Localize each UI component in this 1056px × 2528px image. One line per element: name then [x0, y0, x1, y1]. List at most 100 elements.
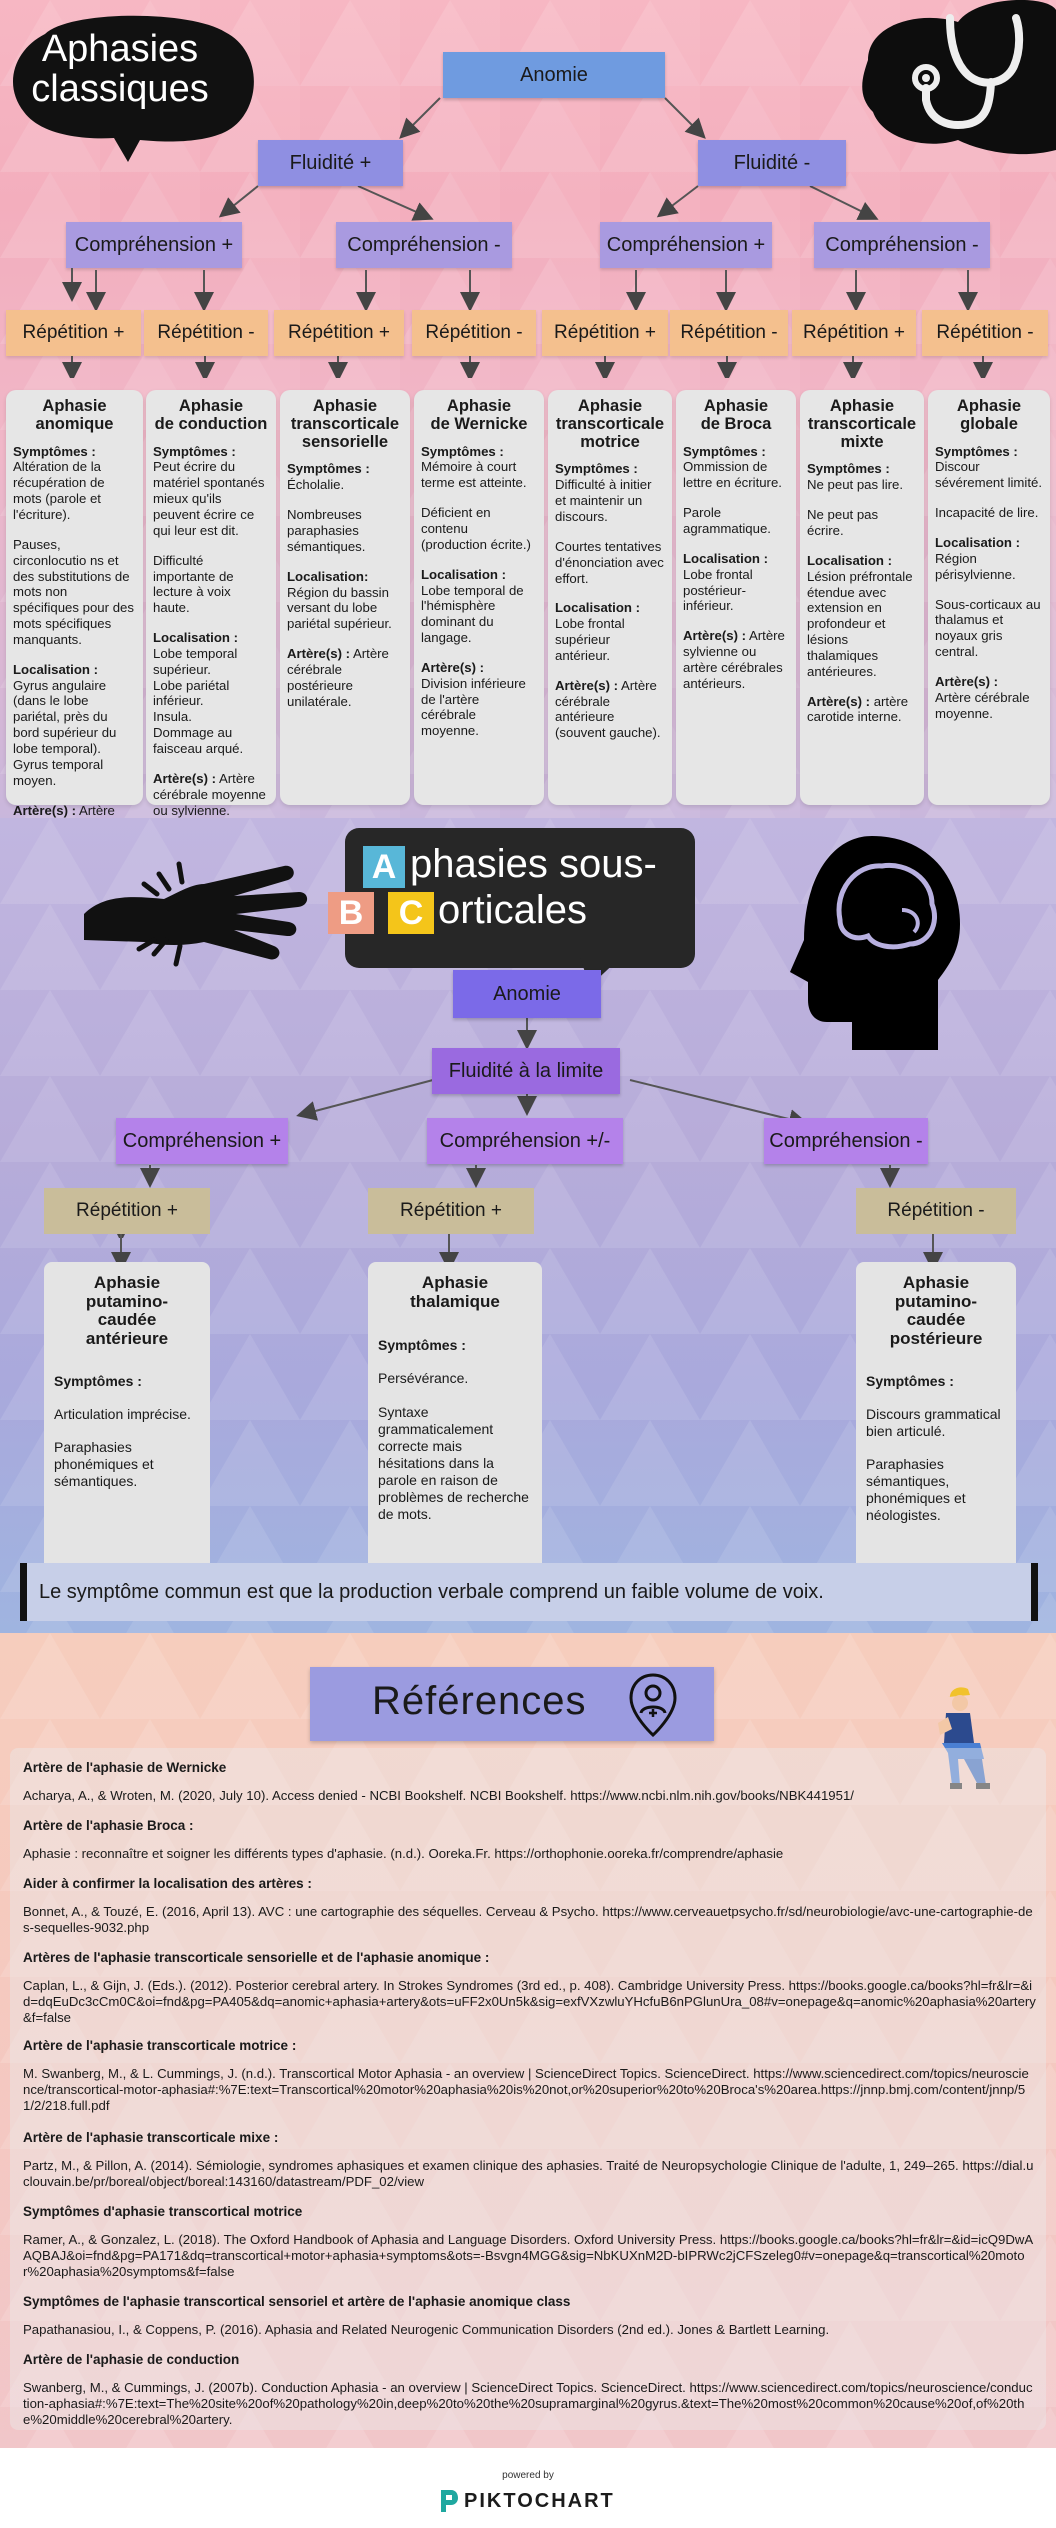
card-symptomes: Symptômes : Ne peut pas lire.: [807, 461, 904, 493]
title-line-1: Aphasies: [41, 28, 199, 70]
card-symptomes-label: Symptômes :: [378, 1337, 466, 1354]
letter-block-c: C: [388, 892, 434, 934]
ref-heading: Symptômes de l'aphasie transcortical sen…: [23, 2294, 571, 2309]
card-symptomes-label: Symptômes :: [866, 1372, 954, 1389]
card-text: Incapacité de lire.: [935, 505, 1039, 521]
card-symptomes: Symptômes : Peut écrire du matériel spon…: [153, 443, 265, 538]
card-aphasie-anomique: Aphasie anomique Symptômes : Altération …: [6, 390, 143, 818]
node-fluidite-limite: Fluidité à la limite: [432, 1048, 620, 1094]
section-aphasies-classiques: Aphasies classiques Anomie Fluidité + Fl…: [0, 0, 1056, 818]
card-aphasie-transcorticale-mixte: Aphasie transcorticale mixte Symptômes :…: [800, 390, 924, 805]
card-text: Nombreuses paraphasies sémantiques.: [287, 507, 366, 554]
hand-icon: [84, 861, 308, 967]
ref-text: Caplan, L., & Gijn, J. (Eds.). (2012). P…: [23, 1978, 1036, 2026]
node-anomie: Anomie: [443, 52, 665, 98]
card-symptomes: Symptômes : Écholalie.: [287, 461, 370, 493]
card-localisation: Localisation: Région du bassin versant d…: [287, 568, 392, 632]
card-aphasie-transcorticale-motrice: Aphasie transcorticale motrice Symptômes…: [548, 390, 672, 805]
node-repetition-4: Répétition -: [412, 310, 536, 356]
card-text: Difficulté importante de lecture à voix …: [153, 552, 234, 616]
card-text: Paraphasies phonémiques et sémantiques.: [54, 1438, 154, 1490]
ref-heading: Artère de l'aphasie Broca :: [23, 1818, 194, 1833]
ref-text: Papathanasiou, I., & Coppens, P. (2016).…: [23, 2322, 830, 2337]
title-speech-bubble: [12, 15, 254, 162]
card-arteres: Artère(s) : Artère cérébrale antérieure …: [555, 677, 661, 741]
node-repetition-1: Répétition +: [6, 310, 141, 356]
card-symptomes: Symptômes : Difficulté à initier et main…: [555, 461, 652, 524]
ref-text: Acharya, A., & Wroten, M. (2020, July 10…: [23, 1788, 854, 1803]
card-title: Aphasie anomique: [35, 397, 114, 433]
title-line-2: classiques: [31, 67, 209, 110]
card-title: Aphasie putamino- caudée antérieure: [85, 1273, 169, 1349]
ref-heading: Artère de l'aphasie transcorticale mixe …: [23, 2130, 279, 2145]
card-localisation: Localisation : Lobe frontal postérieur-i…: [683, 550, 768, 614]
card-symptomes: Symptômes : Altération de la récupératio…: [13, 443, 105, 522]
ref-text: Partz, M., & Pillon, A. (2014). Sémiolog…: [23, 2158, 1034, 2190]
ref-heading: Artère de l'aphasie de Wernicke: [23, 1760, 227, 1775]
ref-heading: Artère de l'aphasie de conduction: [23, 2352, 240, 2367]
card-aphasie-putamino-caudee-anterieure: Aphasie putamino- caudée antérieure Symp…: [44, 1262, 210, 1602]
node-repetition-s2-2: Répétition +: [368, 1188, 534, 1234]
node-comprehension-1: Compréhension +: [66, 222, 242, 268]
card-text: Courtes tentatives d'énonciation avec ef…: [555, 538, 664, 586]
card-title: Aphasie thalamique: [410, 1273, 500, 1311]
stethoscope-icon: [862, 0, 1056, 155]
card-text: Sous-corticaux au thalamus et noyaux gri…: [935, 596, 1041, 660]
node-comprehension-s2-1: Compréhension +: [116, 1118, 288, 1164]
node-repetition-7: Répétition +: [792, 310, 916, 356]
ref-heading: Symptômes d'aphasie transcortical motric…: [23, 2204, 303, 2219]
card-title: Aphasie transcorticale sensorielle: [290, 397, 400, 451]
card-text: Articulation imprécise.: [54, 1405, 191, 1422]
node-comprehension-4: Compréhension -: [814, 222, 990, 268]
node-repetition-2: Répétition -: [144, 310, 268, 356]
card-title: Aphasie transcorticale motrice: [555, 397, 665, 451]
card-title: Aphasie globale: [956, 397, 1022, 433]
card-symptomes: Symptômes : Discour sévérement limité.: [935, 443, 1043, 491]
section1-title: Aphasies classiques: [20, 28, 220, 110]
card-title: Aphasie de conduction: [154, 397, 268, 433]
card-aphasie-de-wernicke: Aphasie de Wernicke Symptômes : Mémoire …: [414, 390, 544, 805]
card-aphasie-putamino-caudee-posterieure: Aphasie putamino- caudée postérieure Sym…: [856, 1262, 1016, 1602]
card-text: Pauses, circonlocutio ns et des substitu…: [13, 536, 134, 647]
piktochart-logo-icon: [441, 2490, 458, 2512]
doctor-pin-icon: [629, 1673, 677, 1737]
ref-text: Aphasie : reconnaître et soigner les dif…: [23, 1846, 784, 1861]
ref-text: Ramer, A., & Gonzalez, L. (2018). The Ox…: [23, 2232, 1034, 2280]
footer: powered by PIKTOCHART: [0, 2448, 1056, 2528]
card-aphasie-de-broca: Aphasie de Broca Symptômes : Ommission d…: [676, 390, 796, 805]
node-anomie-2: Anomie: [453, 970, 601, 1018]
card-localisation: Localisation : Gyrus angulaire (dans le …: [13, 661, 117, 788]
ref-heading: Aider à confirmer la localisation des ar…: [23, 1876, 312, 1891]
node-comprehension-3: Compréhension +: [600, 222, 772, 268]
node-fluidite-plus: Fluidité +: [258, 140, 403, 186]
letter-block-b: B: [328, 892, 374, 934]
head-brain-icon: [790, 836, 960, 1050]
worker-illustration-icon: [938, 1687, 990, 1789]
card-arteres: Artère(s) : Artère sylvienne ou artère c…: [683, 628, 785, 691]
card-arteres: Artère(s) : artère carotide interne.: [807, 693, 909, 725]
card-arteres: Artère(s) : Artère cérébrale moyenne.: [935, 673, 1030, 721]
card-localisation: Localisation : Lobe frontal supérieur an…: [555, 600, 640, 663]
card-title: Aphasie de Broca: [700, 397, 772, 433]
card-localisation: Localisation : Lésion préfrontale étendu…: [807, 552, 913, 679]
node-repetition-6: Répétition -: [670, 310, 788, 356]
card-arteres: Artère(s) : Artère cérébrale postérieure…: [13, 802, 115, 818]
card-localisation: Localisation : Lobe temporal de l'hémisp…: [421, 566, 524, 646]
node-comprehension-s2-2: Compréhension +/-: [427, 1118, 623, 1164]
ref-heading: Artères de l'aphasie transcorticale sens…: [23, 1950, 490, 1965]
section2-title-line1: phasies sous-: [410, 842, 657, 886]
references-title: Références: [372, 1679, 587, 1723]
section2-title-line2: orticales: [438, 888, 587, 932]
card-symptomes-label: Symptômes :: [54, 1372, 142, 1389]
node-repetition-5: Répétition +: [542, 310, 668, 356]
card-text: Ne peut pas écrire.: [807, 507, 879, 538]
card-text: Parole agrammatique.: [683, 505, 771, 536]
node-repetition-s2-1: Répétition +: [44, 1188, 210, 1234]
card-symptomes: Symptômes : Mémoire à court terme est at…: [421, 443, 527, 491]
card-title: Aphasie putamino- caudée postérieure: [889, 1273, 983, 1349]
ref-heading: Artère de l'aphasie transcorticale motri…: [23, 2038, 297, 2053]
card-arteres: Artère(s) : Division inférieure de l'art…: [421, 659, 526, 739]
card-text: Déficient en contenu (production écrite.…: [421, 505, 531, 552]
node-repetition-s2-3: Répétition -: [856, 1188, 1016, 1234]
card-aphasie-globale: Aphasie globale Symptômes : Discour sévé…: [928, 390, 1050, 805]
